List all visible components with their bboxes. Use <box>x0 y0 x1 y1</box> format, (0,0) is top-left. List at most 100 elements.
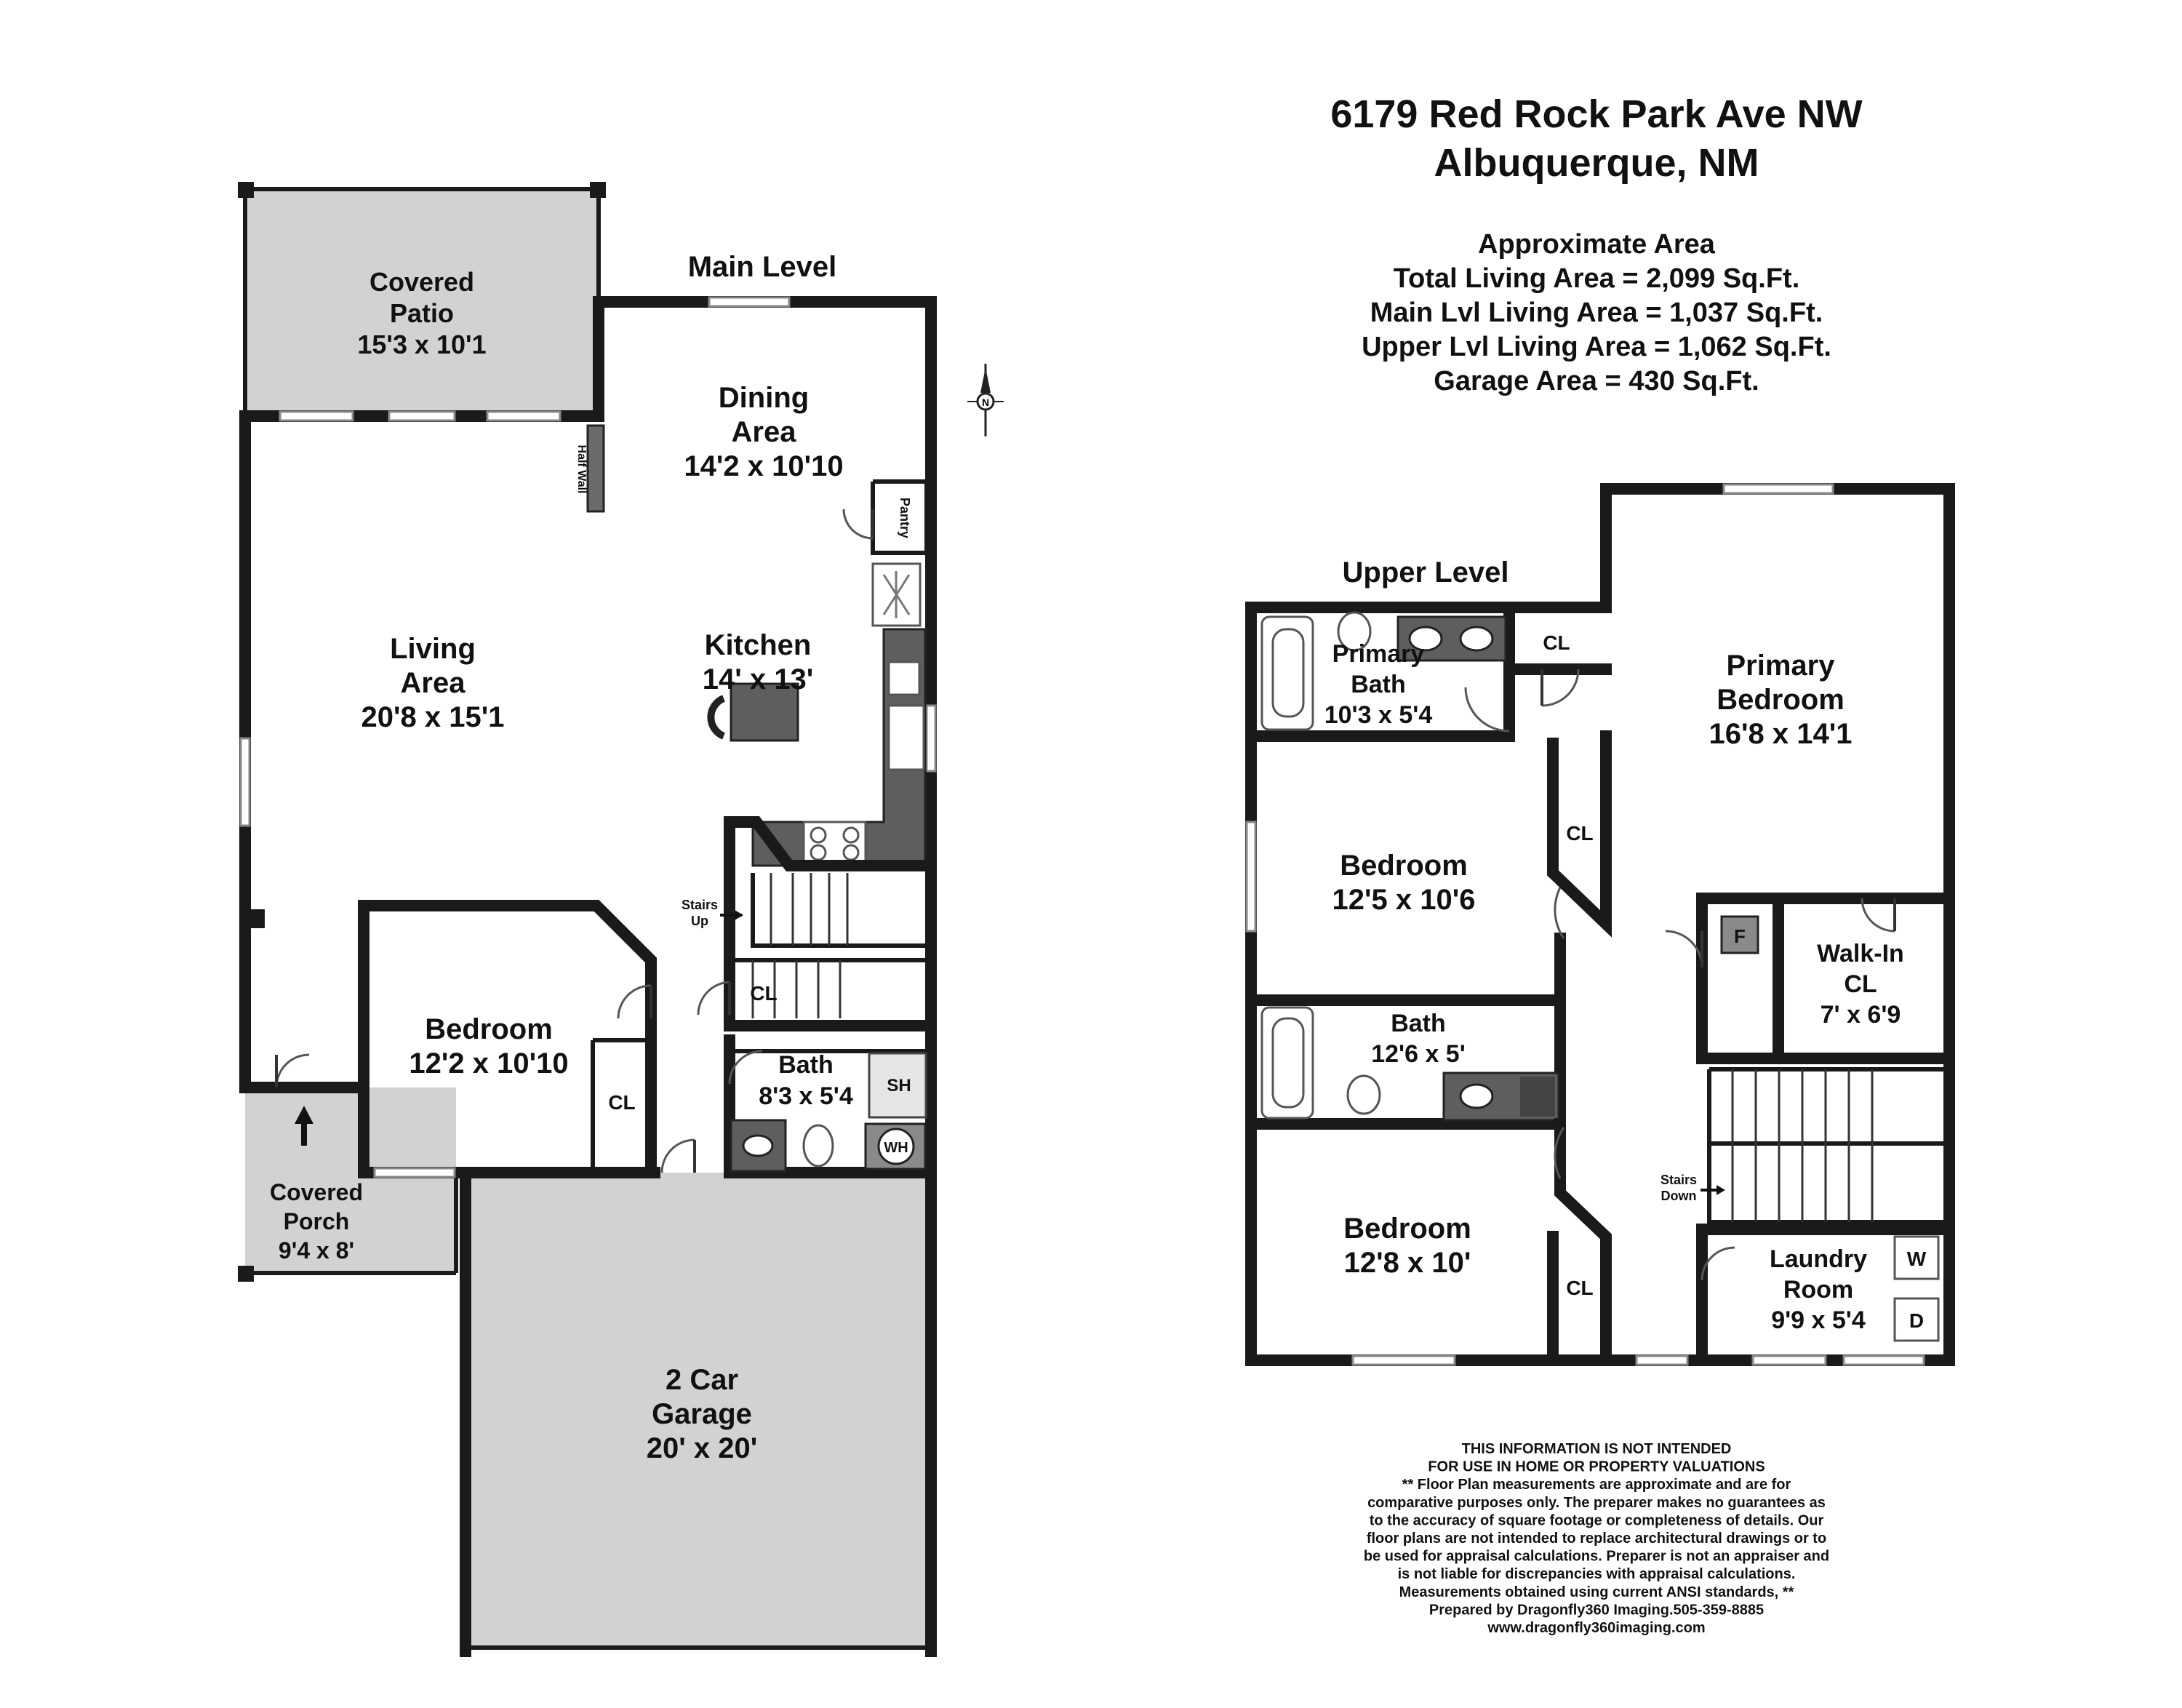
disclaimer-line: is not liable for discrepancies with app… <box>1398 1566 1796 1582</box>
primary-toilet <box>1337 611 1372 652</box>
disclaimer-line: Prepared by Dragonfly360 Imaging.505-359… <box>1429 1602 1764 1618</box>
disclaimer-line: THIS INFORMATION IS NOT INTENDED <box>1462 1441 1732 1457</box>
stairs-down-label-1: Stairs <box>1661 1173 1697 1187</box>
bedroom2-closet-walls <box>1547 730 1612 938</box>
furnace-box <box>1720 915 1759 954</box>
address-line-2: Albuquerque, NM <box>1434 141 1759 185</box>
garage-line1: 2 Car <box>666 1364 738 1396</box>
covered-patio-area <box>245 189 599 416</box>
covered-patio-dims: 15'3 x 10'1 <box>357 330 486 359</box>
island-seating <box>707 695 726 740</box>
living-line1: Living <box>390 633 476 665</box>
toilet <box>802 1124 834 1168</box>
half-wall-label: Half Wall <box>575 445 588 494</box>
bedroom3-closet-label: CL <box>1566 1277 1593 1299</box>
dryer-label: D <box>1909 1309 1924 1332</box>
covered-porch-dims: 9'4 x 8' <box>279 1237 354 1264</box>
furnace-label: F <box>1734 925 1746 947</box>
pantry-label: Pantry <box>898 498 912 538</box>
stair-wall-top <box>724 816 937 871</box>
bedroom-main-line1: Bedroom <box>425 1013 553 1045</box>
primary-bath-line1: Primary <box>1332 640 1425 668</box>
disclaimer-line: floor plans are not intended to replace … <box>1367 1531 1826 1547</box>
living-dims: 20'8 x 15'1 <box>361 701 505 733</box>
stairs-up-label-2: Up <box>691 914 708 928</box>
half-wall <box>586 424 605 513</box>
area-heading: Approximate Area <box>1478 229 1716 260</box>
garage-line2: Garage <box>652 1398 752 1430</box>
walkin-line1: Walk-In <box>1817 940 1904 967</box>
kitchen-dims: 14' x 13' <box>703 663 813 695</box>
disclaimer-line: be used for appraisal calculations. Prep… <box>1364 1549 1829 1565</box>
main-level-plan: Main Level Half Wall <box>238 182 937 1657</box>
disclaimer-line: comparative purposes only. The preparer … <box>1367 1495 1826 1511</box>
shower <box>868 1052 927 1119</box>
covered-porch-area <box>245 1088 456 1273</box>
compass-letter: N <box>982 396 989 408</box>
bedroom-main-dims: 12'2 x 10'10 <box>409 1047 568 1080</box>
shower-label: SH <box>887 1076 911 1096</box>
kitchen-sink <box>887 704 925 771</box>
bedroom-closet-label: CL <box>608 1091 635 1114</box>
area-garage: Garage Area = 430 Sq.Ft. <box>1434 366 1759 396</box>
stair-outline-a <box>751 873 931 948</box>
compass-icon: N <box>967 364 1004 436</box>
laundry-line1: Laundry <box>1770 1245 1867 1273</box>
upper-exterior-walls <box>1245 483 1955 1366</box>
laundry-line2: Room <box>1783 1276 1853 1304</box>
washer <box>1893 1235 1940 1280</box>
dining-line1: Dining <box>719 382 809 414</box>
bedroom2-walls <box>1245 933 1566 1006</box>
stairs-down-label-2: Down <box>1661 1189 1697 1203</box>
disclaimer-line: ** Floor Plan measurements are approxima… <box>1402 1477 1791 1493</box>
upper-level-plan: Upper Level CL CL <box>1245 483 1955 1366</box>
disclaimer-line: to the accuracy of square footage or com… <box>1370 1512 1824 1528</box>
disclaimer-block: THIS INFORMATION IS NOT INTENDED FOR USE … <box>1364 1441 1829 1636</box>
garage-dims: 20' x 20' <box>647 1432 757 1464</box>
dining-dims: 14'2 x 10'10 <box>684 450 843 482</box>
stairs-up-label-1: Stairs <box>682 898 718 912</box>
bedroom2-closet-label: CL <box>1566 822 1593 845</box>
entry-arrow-icon <box>295 1106 313 1124</box>
bedroom2-line1: Bedroom <box>1340 850 1468 882</box>
covered-porch-line1: Covered <box>270 1179 363 1205</box>
garage-floor <box>465 1173 931 1649</box>
primary-bedroom-line1: Primary <box>1727 650 1836 682</box>
stairs-main <box>751 873 849 1018</box>
laundry-walls <box>1696 1224 1955 1366</box>
primary-bedroom-dims: 16'8 x 14'1 <box>1709 718 1853 750</box>
main-level-label: Main Level <box>688 251 837 283</box>
laundry-dims: 9'9 x 5'4 <box>1771 1306 1866 1334</box>
disclaimer-line: Measurements obtained using current ANSI… <box>1399 1584 1794 1600</box>
disclaimer-line: FOR USE IN HOME OR PROPERTY VALUATIONS <box>1428 1459 1765 1475</box>
dryer <box>1893 1297 1940 1342</box>
bath-main-dims: 8'3 x 5'4 <box>759 1082 853 1110</box>
kitchen-line1: Kitchen <box>705 629 812 661</box>
upper-stairs-frame <box>1707 1067 1949 1224</box>
bedroom3-line1: Bedroom <box>1343 1213 1471 1245</box>
kitchen-island <box>730 682 799 742</box>
bedroom3-walls <box>1554 1118 1612 1366</box>
upper-toilet <box>1346 1074 1381 1115</box>
bedroom2-dims: 12'5 x 10'6 <box>1332 884 1476 916</box>
dishwasher <box>887 661 921 696</box>
hall-closet-label: CL <box>750 982 777 1005</box>
primary-bath-line2: Bath <box>1351 671 1406 698</box>
bedroom3-dims: 12'8 x 10' <box>1344 1247 1471 1279</box>
washer-label: W <box>1907 1248 1927 1270</box>
disclaimer-line: www.dragonfly360imaging.com <box>1487 1620 1705 1636</box>
primary-closet-label: CL <box>1543 631 1570 654</box>
covered-patio-line1: Covered <box>369 267 474 297</box>
walkin-line2: CL <box>1844 970 1877 998</box>
walkin-dims: 7' x 6'9 <box>1821 1001 1901 1029</box>
upper-bath-line1: Bath <box>1391 1010 1446 1037</box>
bedroom-walls <box>358 900 657 1178</box>
dining-line2: Area <box>732 416 797 448</box>
upper-level-label: Upper Level <box>1343 556 1509 588</box>
area-upper: Upper Lvl Living Area = 1,062 Sq.Ft. <box>1362 332 1831 362</box>
covered-porch-line2: Porch <box>284 1208 350 1234</box>
living-line2: Area <box>401 667 466 699</box>
primary-bath-dims: 10'3 x 5'4 <box>1324 701 1433 729</box>
primary-bath-walls <box>1245 602 1515 742</box>
